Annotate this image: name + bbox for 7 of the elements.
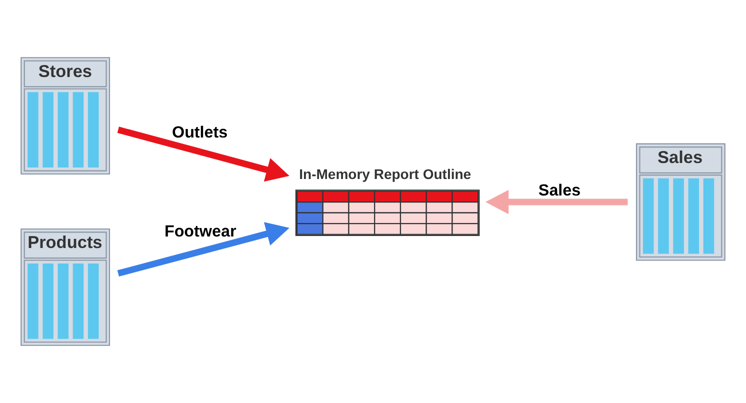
node-label: In-Memory Report Outline [299,166,472,182]
edge-label: Outlets [172,123,228,142]
arrow [117,222,290,277]
arrow [486,190,628,214]
arrow [117,126,290,182]
edge-label: Footwear [164,222,236,241]
edge-label: Sales [538,182,581,200]
